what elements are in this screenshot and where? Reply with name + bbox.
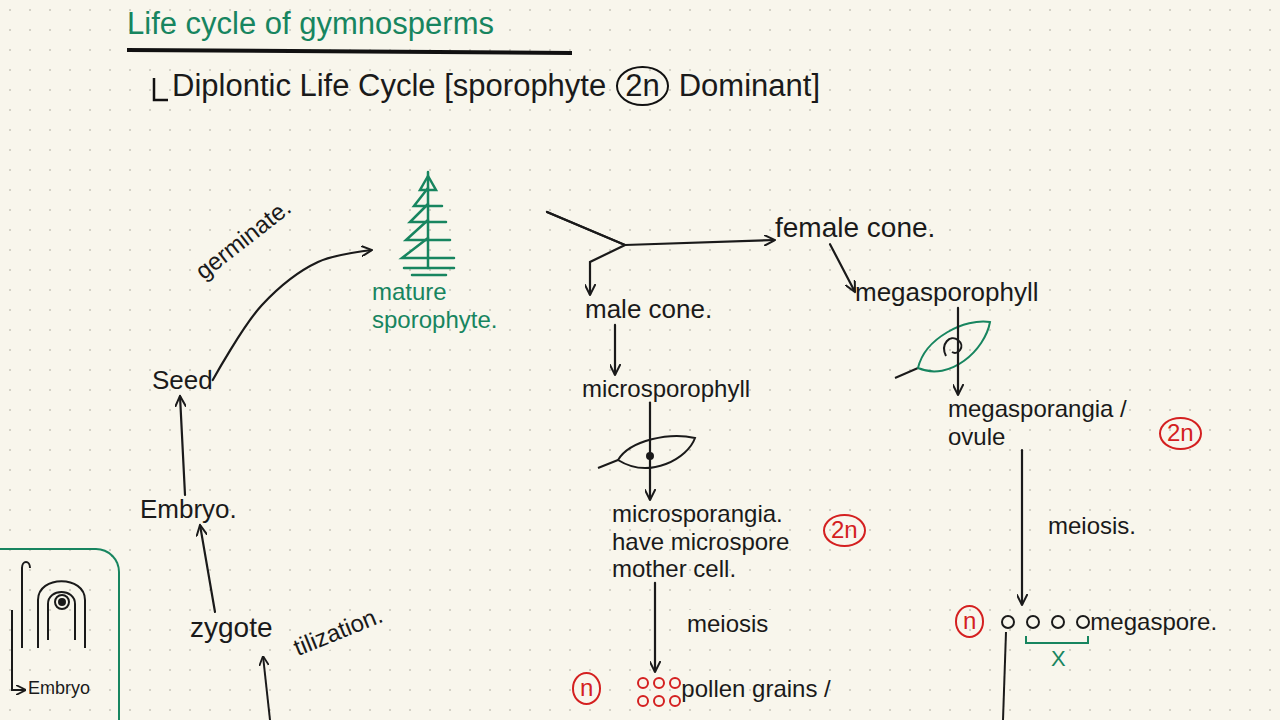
embryo-panel: Embryo — [0, 548, 120, 720]
flow-arrow — [1021, 450, 1023, 605]
stage-text: mature sporophyte. — [372, 278, 547, 333]
ploidy-badge: 2n — [823, 514, 866, 547]
stage-text: megaspore. — [1090, 608, 1217, 636]
degenerate-mark: X — [1048, 646, 1069, 671]
flow-arrow — [200, 525, 215, 612]
flow-arrow — [957, 308, 959, 395]
stage-text: female cone. — [775, 212, 935, 244]
degenerate-bracket — [1026, 636, 1088, 643]
flow-arrow — [547, 212, 625, 295]
subtitle-text: Dominant] — [679, 68, 820, 104]
microsporophyll-leaf — [598, 436, 695, 468]
stage-label: Seed — [152, 366, 213, 396]
flow-arrow — [830, 244, 855, 292]
stage-text: zygote — [190, 612, 273, 644]
flow-arrow — [649, 403, 651, 500]
title-underline — [127, 50, 572, 53]
hook-arrow — [154, 78, 168, 100]
edge-label: germinate. — [188, 191, 299, 286]
tree-sketch — [402, 172, 454, 275]
pollen-grains — [638, 678, 680, 706]
stage-label: n pollen grains / — [572, 672, 831, 705]
fertilization-arrow — [263, 656, 270, 720]
diagram-title: Life cycle of gymnosperms — [127, 6, 494, 42]
continue-line — [1003, 632, 1006, 720]
embryo-sketch — [12, 562, 85, 690]
subtitle-text: Diplontic Life Cycle [sporophyte — [172, 68, 606, 104]
stage-label: megasporophyll — [855, 278, 1039, 308]
stage-label: n megaspore. — [955, 605, 1217, 638]
megasporophyll-leaf — [895, 321, 990, 378]
edge-label: meiosis — [684, 610, 771, 638]
stage-label: megasporangia / ovule2n — [948, 395, 1202, 450]
ploidy-badge: n — [572, 672, 601, 705]
subtitle-row: Diplontic Life Cycle [sporophyte 2n Domina… — [172, 66, 820, 106]
stage-text: male cone. — [585, 295, 712, 325]
stage-text: megasporangia / ovule — [948, 395, 1153, 450]
process-note: tilization. — [287, 600, 389, 663]
stage-text: Seed — [152, 366, 213, 396]
stage-label: microsporangia. have microspore mother c… — [612, 500, 866, 583]
stage-label: female cone. — [775, 212, 935, 244]
stage-text: Embryo — [28, 678, 90, 699]
flow-arrow — [547, 212, 775, 245]
stage-label: zygote — [190, 612, 273, 644]
flow-arrow — [180, 396, 185, 495]
stage-label: mature sporophyte. — [372, 168, 547, 333]
megaspore-tetrad — [1002, 616, 1089, 628]
stage-text: microsporophyll — [582, 375, 750, 403]
stage-text: pollen grains / — [681, 675, 830, 703]
flow-arrow — [614, 325, 616, 375]
stage-text: megasporophyll — [855, 278, 1039, 308]
stage-text: Embryo. — [140, 495, 237, 525]
edge-label: meiosis. — [1045, 512, 1139, 540]
ploidy-badge: 2n — [616, 66, 668, 106]
ploidy-badge: 2n — [1159, 417, 1202, 450]
stage-label: microsporophyll — [582, 375, 750, 403]
flow-arrow — [213, 250, 372, 380]
stage-text: microsporangia. have microspore mother c… — [612, 500, 817, 583]
flow-arrow — [654, 583, 656, 672]
stage-label: Embryo. — [140, 495, 237, 525]
ploidy-badge: n — [955, 605, 984, 638]
stage-label: male cone. — [585, 295, 712, 325]
